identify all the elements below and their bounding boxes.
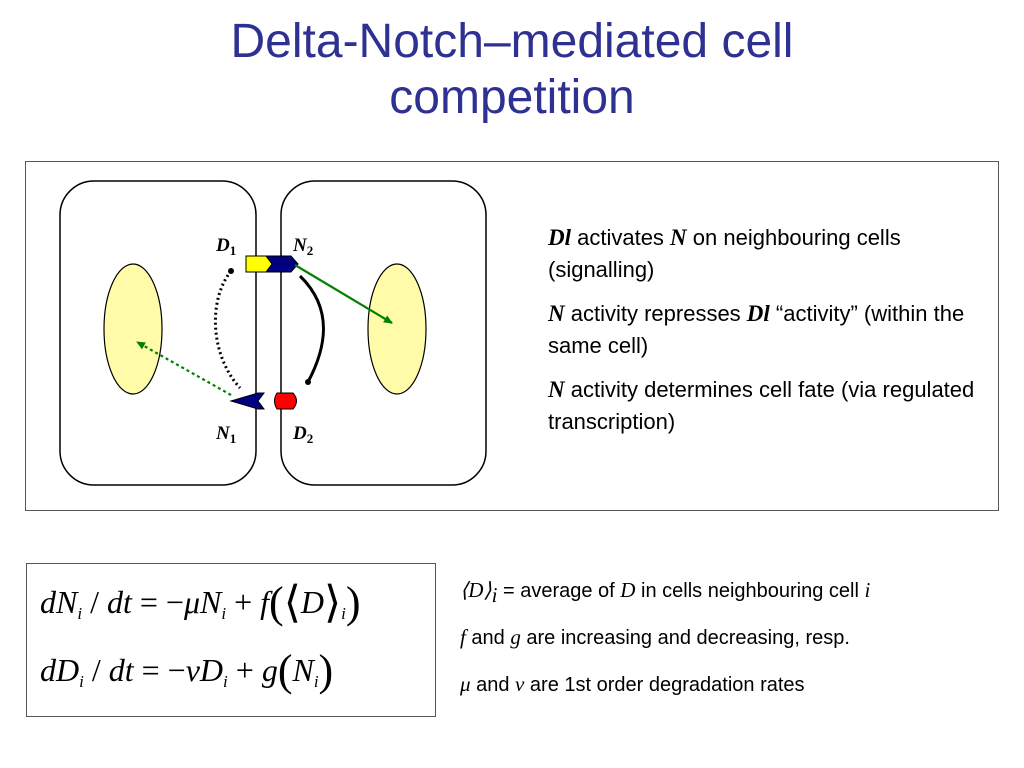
title-line-1: Delta-Notch–mediated cell (230, 15, 794, 68)
label-d2: D2 (293, 423, 314, 446)
diagram-panel (25, 161, 999, 511)
equation-delta: dDi / dt = −νDi + g(Ni) (40, 646, 334, 695)
label-n1: N1 (216, 423, 237, 446)
inhibition-dot-right (305, 379, 311, 385)
equation-notch: dNi / dt = −μNi + f(⟨D⟩i) (40, 578, 361, 627)
notch-receptor-n2 (265, 255, 299, 273)
inhibition-dot-left (228, 268, 234, 274)
delta-ligand-d2 (274, 392, 297, 410)
symbol-legend: ⟨D⟩i = average of D in cells neighbourin… (460, 578, 870, 719)
legend-average: ⟨D⟩i = average of D in cells neighbourin… (460, 578, 871, 607)
equations-box: dNi / dt = −μNi + f(⟨D⟩i) dDi / dt = −νD… (26, 563, 436, 717)
cell-left (59, 180, 257, 486)
label-n2: N2 (293, 235, 314, 258)
legend-functions: f and g are increasing and decreasing, r… (460, 625, 850, 649)
description-repression: N activity represses Dl “activity” (with… (548, 301, 965, 358)
notch-receptor-n1 (229, 392, 265, 410)
nucleus-left (103, 263, 163, 395)
label-d1: D1 (216, 235, 237, 258)
legend-rates: μ and ν are 1st order degradation rates (460, 672, 805, 696)
description-signalling: Dl activates N on neighbouring cells (si… (548, 225, 901, 282)
inhibition-curve-right (298, 274, 325, 383)
cell-right (280, 180, 487, 486)
inhibition-curve-left (213, 270, 242, 390)
slide-title: Delta-Notch–mediated cell competition (0, 14, 1024, 126)
title-line-2: competition (389, 71, 635, 124)
mechanism-description: Dl activates N on neighbouring cells (si… (548, 222, 988, 450)
description-cell-fate: N activity determines cell fate (via reg… (548, 377, 975, 434)
nucleus-right (367, 263, 427, 395)
signal-arrow-n2 (294, 264, 393, 324)
